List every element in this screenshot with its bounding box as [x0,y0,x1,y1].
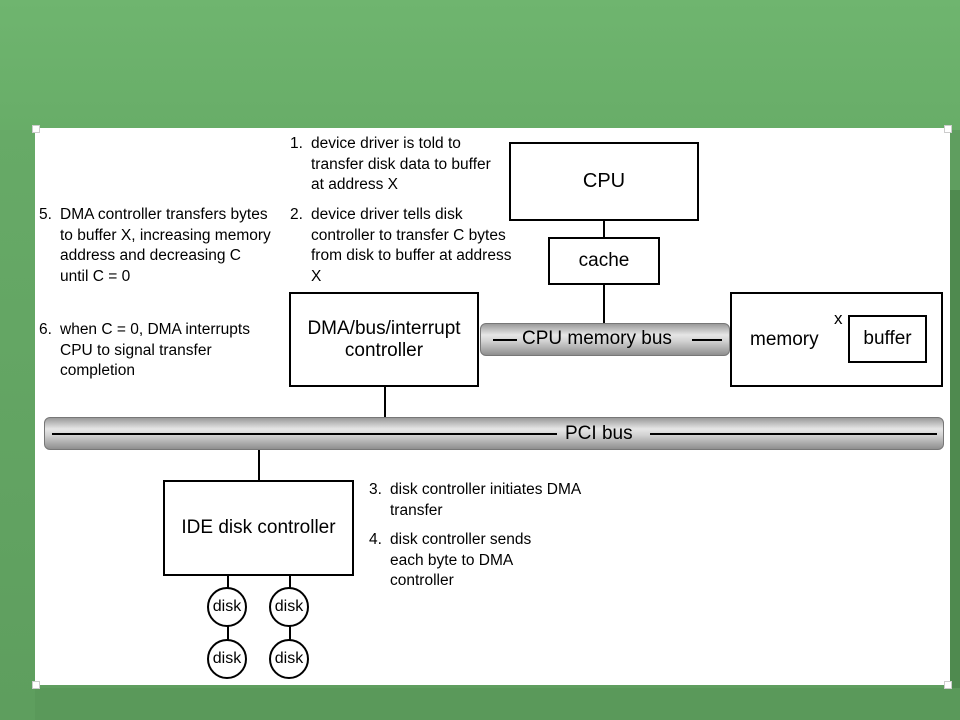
step-note: 5. DMA controller transfers bytes to buf… [39,205,271,287]
step-text: device driver tells disk controller to t… [311,206,512,285]
buffer-address-label: x [834,309,843,328]
step-note: 6. when C = 0, DMA interrupts CPU to sig… [39,320,271,382]
step-text: when C = 0, DMA interrupts CPU to signal… [60,321,250,379]
cpu-memory-bus [480,323,730,356]
slide-background-bottom [35,688,960,720]
cpu-memory-bus-label: CPU memory bus [522,328,672,349]
panel-corner-handle [944,681,952,689]
step-number: 6. [39,321,52,338]
cache-box: cache [548,237,660,285]
pci-bus-label: PCI bus [565,423,633,444]
dma-controller-label: DMA/bus/interrupt controller [307,317,461,361]
bus-label-dash [493,339,517,341]
buffer-label: buffer [863,328,912,350]
disk-icon: disk [269,639,309,679]
cpu-box: CPU [509,142,699,221]
ide-controller-box: IDE disk controller [163,480,354,576]
disk-icon: disk [207,587,247,627]
panel-corner-handle [32,125,40,133]
cache-label: cache [578,250,630,272]
buffer-box: buffer [848,315,927,363]
slide-background-top [0,0,960,130]
disk-connector [289,575,291,589]
disk-icon: disk [207,639,247,679]
dma-pci-connector [384,386,386,434]
step-note: 2. device driver tells disk controller t… [290,205,512,287]
step-note: 3. disk controller initiates DMA transfe… [369,480,584,521]
pci-ide-connector [258,434,260,481]
slide-background-right [950,190,960,720]
cache-bus-connector [603,285,605,325]
bus-label-dash [692,339,722,341]
step-text: disk controller initiates DMA transfer [390,481,581,519]
memory-label: memory [750,328,819,350]
slide-background-left [0,130,35,720]
cpu-label: CPU [582,170,626,192]
panel-corner-handle [944,125,952,133]
disk-connector [227,626,229,640]
ide-controller-label: IDE disk controller [181,517,336,539]
bus-label-dash [650,433,937,435]
step-note: 1. device driver is told to transfer dis… [290,134,500,196]
panel-corner-handle [32,681,40,689]
step-note: 4. disk controller sends each byte to DM… [369,530,569,592]
step-number: 1. [290,135,303,152]
step-number: 2. [290,206,303,223]
step-number: 4. [369,531,382,548]
bus-label-dash [52,433,557,435]
disk-icon: disk [269,587,309,627]
disk-connector [227,575,229,589]
step-number: 5. [39,206,52,223]
diagram-panel [35,128,950,685]
step-text: device driver is told to transfer disk d… [311,135,491,193]
disk-connector [289,626,291,640]
step-text: DMA controller transfers bytes to buffer… [60,206,271,285]
cpu-cache-connector [603,220,605,238]
dma-controller-box: DMA/bus/interrupt controller [289,292,479,387]
step-text: disk controller sends each byte to DMA c… [390,531,532,589]
step-number: 3. [369,481,382,498]
